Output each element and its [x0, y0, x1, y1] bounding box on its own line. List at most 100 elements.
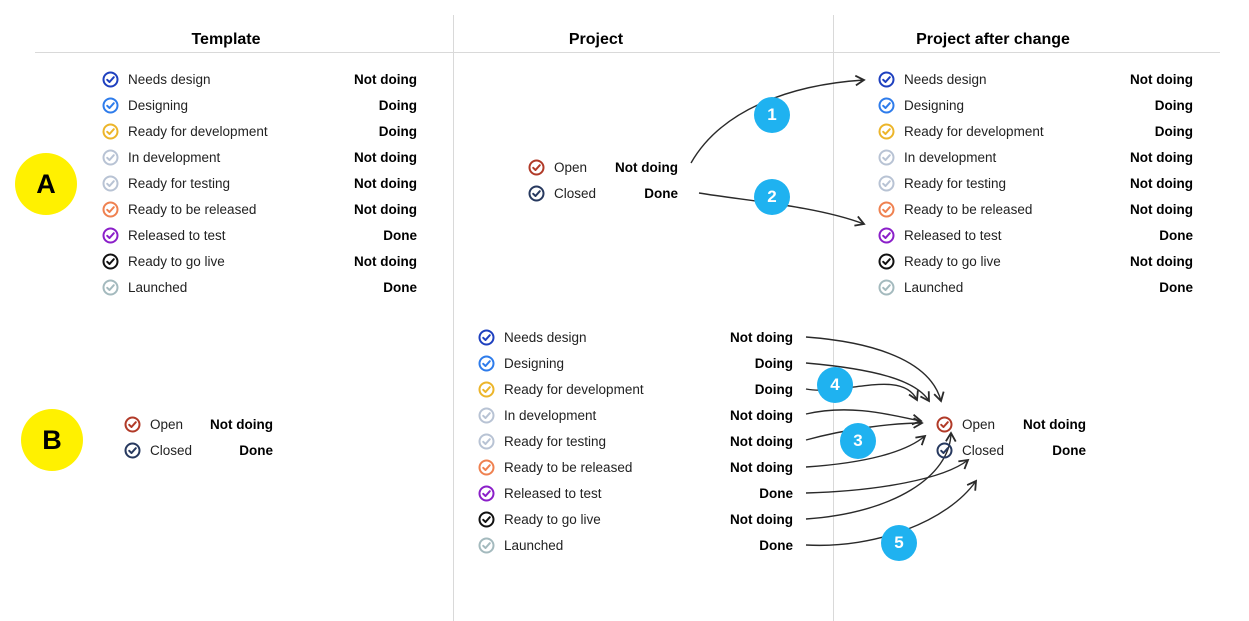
status-category: Not doing — [354, 71, 417, 87]
status-label: Closed — [962, 442, 1005, 458]
status-category: Done — [383, 279, 417, 295]
status-check-icon — [878, 149, 895, 166]
status-label: Released to test — [128, 227, 226, 243]
status-label: Designing — [128, 97, 189, 113]
status-check-icon — [878, 123, 895, 140]
status-check-icon — [102, 97, 119, 114]
status-row: In development Not doing — [478, 402, 793, 428]
status-row: Released to test Done — [102, 222, 417, 248]
status-row: Closed Done — [124, 437, 273, 463]
status-row: Launched Done — [102, 274, 417, 300]
status-category: Not doing — [1130, 253, 1193, 269]
status-category: Not doing — [1130, 175, 1193, 191]
column-header-project: Project — [568, 31, 624, 48]
status-row: Closed Done — [936, 437, 1086, 463]
status-label: Ready for development — [504, 381, 644, 397]
status-category: Done — [644, 185, 678, 201]
status-check-icon — [878, 175, 895, 192]
status-category: Done — [383, 227, 417, 243]
status-label: Closed — [150, 442, 193, 458]
status-category: Not doing — [354, 253, 417, 269]
status-row: Open Not doing — [528, 154, 678, 180]
status-row: Launched Done — [878, 274, 1193, 300]
template-open-closed-list: Open Not doing Closed Done — [124, 411, 273, 463]
status-check-icon — [936, 442, 953, 459]
status-label: Open — [962, 416, 996, 432]
status-row: Launched Done — [478, 532, 793, 558]
status-label: Ready to go live — [128, 253, 225, 269]
status-row: In development Not doing — [102, 144, 417, 170]
status-check-icon — [124, 442, 141, 459]
status-row: Ready to go live Not doing — [478, 506, 793, 532]
status-label: Ready for testing — [904, 175, 1007, 191]
status-row: Released to test Done — [878, 222, 1193, 248]
status-check-icon — [478, 355, 495, 372]
status-category: Done — [759, 485, 793, 501]
section-marker-b: B — [21, 409, 83, 471]
status-label: Ready to go live — [504, 511, 601, 527]
status-check-icon — [878, 227, 895, 244]
status-category: Done — [239, 442, 273, 458]
status-row: Designing Doing — [478, 350, 793, 376]
status-check-icon — [478, 511, 495, 528]
status-category: Doing — [378, 97, 417, 113]
status-row: Ready for development Doing — [878, 118, 1193, 144]
status-category: Doing — [754, 381, 793, 397]
status-category: Not doing — [1023, 416, 1086, 432]
status-category: Not doing — [730, 433, 793, 449]
status-check-icon — [528, 159, 545, 176]
status-label: Ready to be released — [504, 459, 633, 475]
column-divider — [833, 15, 834, 621]
status-label: Launched — [128, 279, 188, 295]
status-category: Not doing — [354, 201, 417, 217]
status-check-icon — [478, 537, 495, 554]
status-check-icon — [478, 381, 495, 398]
status-category: Not doing — [730, 511, 793, 527]
mapping-arrow-in-development-open — [805, 409, 923, 426]
status-check-icon — [102, 71, 119, 88]
status-check-icon — [478, 485, 495, 502]
status-row: Ready to be released Not doing — [878, 196, 1193, 222]
status-label: Closed — [554, 185, 597, 201]
status-label: Open — [150, 416, 184, 432]
status-check-icon — [102, 227, 119, 244]
status-label: Designing — [504, 355, 565, 371]
template-status-list: Needs design Not doing Designing Doing R… — [102, 66, 417, 300]
status-row: Open Not doing — [936, 411, 1086, 437]
status-label: Ready for testing — [128, 175, 231, 191]
status-category: Doing — [378, 123, 417, 139]
column-header-template: Template — [191, 31, 261, 48]
status-check-icon — [478, 329, 495, 346]
status-label: Ready for development — [904, 123, 1044, 139]
status-category: Not doing — [354, 149, 417, 165]
section-marker-a: A — [15, 153, 77, 215]
status-category: Not doing — [1130, 149, 1193, 165]
status-check-icon — [102, 279, 119, 296]
status-label: Needs design — [504, 329, 587, 345]
status-check-icon — [124, 416, 141, 433]
status-row: Closed Done — [528, 180, 678, 206]
status-category: Doing — [1154, 97, 1193, 113]
status-row: Ready for development Doing — [102, 118, 417, 144]
column-divider — [453, 15, 454, 621]
status-row: Ready for testing Not doing — [878, 170, 1193, 196]
header-divider — [35, 52, 1220, 53]
status-check-icon — [102, 149, 119, 166]
status-check-icon — [878, 71, 895, 88]
column-header-project-after-change: Project after change — [916, 31, 1070, 48]
step-badge-2: 2 — [754, 179, 790, 215]
status-row: Open Not doing — [124, 411, 273, 437]
status-check-icon — [528, 185, 545, 202]
status-label: Ready to be released — [904, 201, 1033, 217]
project-open-closed-list: Open Not doing Closed Done — [528, 154, 678, 206]
status-label: In development — [904, 149, 997, 165]
status-check-icon — [102, 175, 119, 192]
status-category: Not doing — [730, 329, 793, 345]
status-category: Not doing — [1130, 71, 1193, 87]
status-check-icon — [878, 97, 895, 114]
status-label: In development — [128, 149, 221, 165]
status-label: Needs design — [904, 71, 987, 87]
status-row: Released to test Done — [478, 480, 793, 506]
status-check-icon — [878, 253, 895, 270]
status-row: Ready to go live Not doing — [878, 248, 1193, 274]
